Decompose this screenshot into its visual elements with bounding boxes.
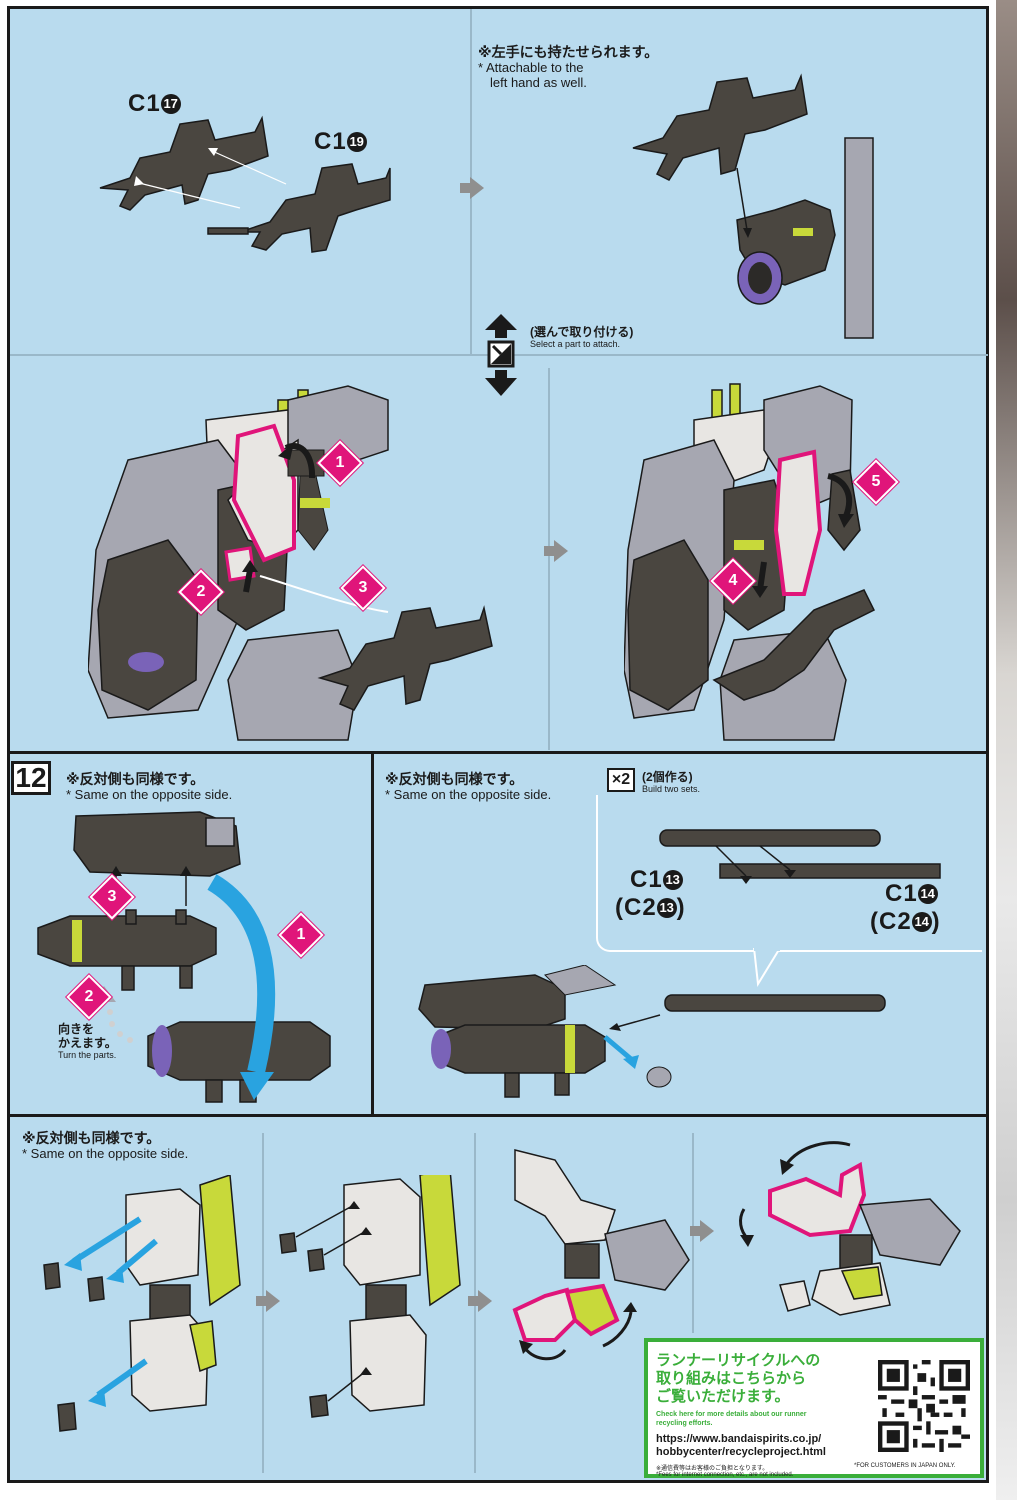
barrel-halves-illustration <box>659 829 941 884</box>
flow-arrow-icon <box>256 1290 280 1312</box>
flow-arrow-icon <box>690 1220 714 1242</box>
turn-parts-note: 向きを かえます。 Turn the parts. <box>58 1022 117 1061</box>
opposite-side-note: ※反対側も同様です。 * Same on the opposite side. <box>66 771 232 802</box>
qr-caption: *FOR CUSTOMERS IN JAPAN ONLY. <box>854 1463 956 1469</box>
note-jp: ※反対側も同様です。 <box>22 1130 161 1146</box>
turn-en: Turn the parts. <box>58 1050 117 1060</box>
robot-shield-attach-illustration <box>88 385 493 741</box>
flow-arrow-icon <box>460 177 484 199</box>
launcher-assembly-illustration <box>37 811 331 1103</box>
step-divider <box>10 751 988 754</box>
recycle-fine-print: ※通信費等はお客様のご負担となります。 *Fees for internet c… <box>656 1466 794 1478</box>
divider <box>548 368 550 750</box>
note-en: * Same on the opposite side. <box>22 1146 189 1161</box>
divider <box>371 754 374 1116</box>
select-part-icon <box>481 312 521 400</box>
build-two-en: Build two sets. <box>642 784 701 794</box>
rifle-halves-illustration <box>99 115 391 253</box>
flow-arrow-icon <box>544 540 568 562</box>
barrel-attach-illustration <box>418 965 886 1098</box>
note-en: * Attachable to the <box>478 60 584 75</box>
note-en: * Same on the opposite side. <box>66 787 233 802</box>
build-two-note: (2個作る) Build two sets. <box>642 770 700 795</box>
note-jp: ※左手にも持たせられます。 <box>478 44 659 60</box>
skirt-reattach-illustration <box>279 1175 461 1418</box>
qr-code-icon[interactable] <box>878 1360 970 1452</box>
note-jp: ※反対側も同様です。 <box>66 771 205 787</box>
turn-jp: かえます。 <box>58 1036 117 1050</box>
robot-shield-result-illustration <box>624 383 876 741</box>
note-jp: ※反対側も同様です。 <box>385 771 524 787</box>
callout-bubble <box>596 795 982 952</box>
page-edge <box>996 0 1017 1500</box>
callout-pointer <box>752 948 780 988</box>
select-part-jp: (選んで取り付ける) <box>530 325 634 339</box>
build-two-jp: (2個作る) <box>642 770 693 784</box>
flow-arrow-icon <box>468 1290 492 1312</box>
recycle-en: Check here for more details about our ru… <box>656 1411 807 1427</box>
recycle-jp: ランナーリサイクルへの 取り組みはこちらから ご覧いただけます。 <box>656 1352 821 1405</box>
build-two-icon: ×2 <box>607 768 635 792</box>
divider <box>10 1114 988 1117</box>
rifle-on-hand-illustration <box>632 73 874 339</box>
opposite-side-note: ※反対側も同様です。 * Same on the opposite side. <box>385 771 551 802</box>
recycle-info-box: ランナーリサイクルへの 取り組みはこちらから ご覧いただけます。 Check h… <box>644 1338 984 1478</box>
note-en: * Same on the opposite side. <box>385 787 552 802</box>
step-number: 12 <box>11 761 51 795</box>
opposite-side-note: ※反対側も同様です。 * Same on the opposite side. <box>22 1130 188 1161</box>
turn-jp: 向きを <box>58 1022 95 1036</box>
left-hand-note: ※左手にも持たせられます。 * Attachable to the left h… <box>478 44 658 90</box>
recycle-url[interactable]: https://www.bandaispirits.co.jp/ hobbyce… <box>656 1433 826 1458</box>
select-part-note: (選んで取り付ける) Select a part to attach. <box>530 325 633 350</box>
skirt-fold-illustration <box>512 1149 690 1361</box>
skirt-detach-illustration <box>43 1175 241 1432</box>
select-part-en: Select a part to attach. <box>530 339 621 349</box>
note-en: left hand as well. <box>490 75 587 90</box>
skirt-folded-result-illustration <box>739 1141 961 1316</box>
